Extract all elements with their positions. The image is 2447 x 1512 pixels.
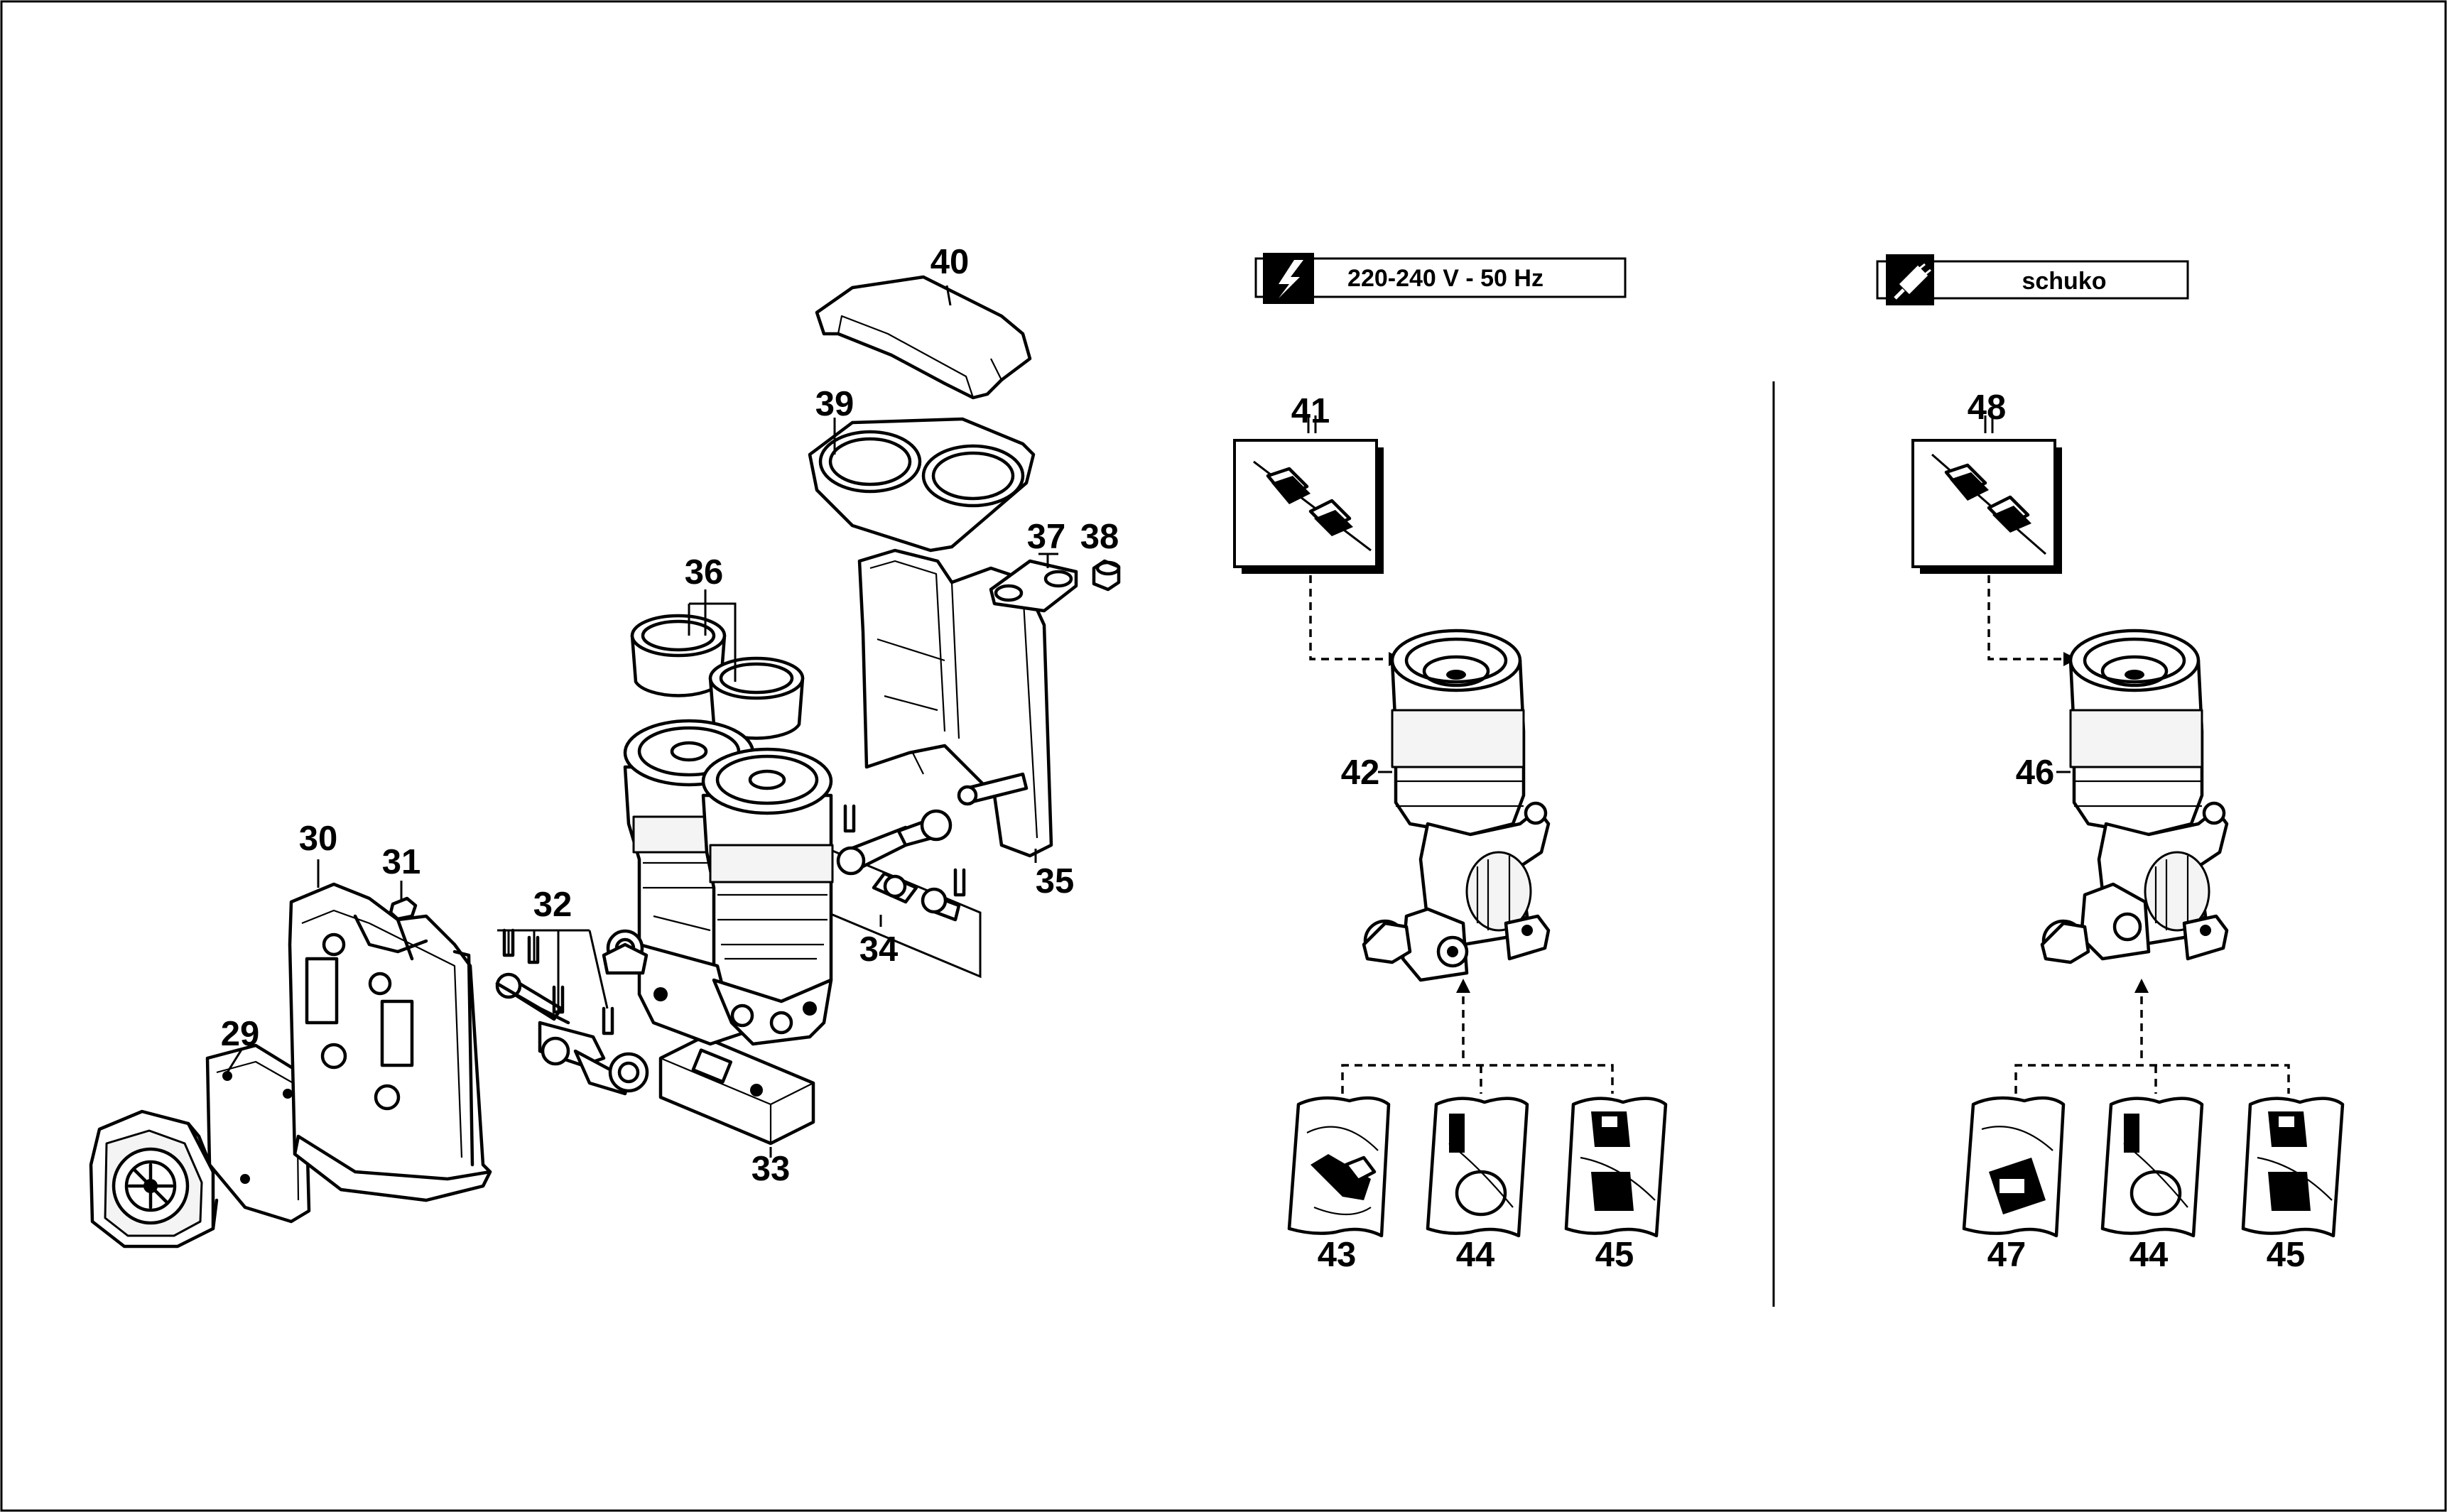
callout-33: 33 <box>752 1150 791 1188</box>
callout-46: 46 <box>2016 754 2055 792</box>
callout-34: 34 <box>859 930 899 969</box>
part-40-top-lid <box>815 275 1032 400</box>
callout-36: 36 <box>685 553 724 592</box>
part-41-carbon-brushes <box>1233 439 1384 574</box>
callout-40: 40 <box>930 243 970 281</box>
leader-lines <box>226 285 1058 1158</box>
callout-31: 31 <box>382 843 421 881</box>
callout-30: 30 <box>299 820 338 858</box>
callout-45: 45 <box>1595 1236 1634 1274</box>
part-29-motor-end <box>89 1109 219 1249</box>
part-45b-kit-bag <box>2241 1097 2345 1238</box>
part-46-motor-pump <box>2040 629 2229 964</box>
part-37-clip <box>989 559 1078 613</box>
callout-38: 38 <box>1080 518 1119 556</box>
part-33-switch-box <box>658 1035 815 1146</box>
callout-44: 44 <box>1456 1236 1495 1274</box>
part-30-housing <box>288 882 492 1202</box>
part-45-kit-bag <box>1564 1097 1668 1238</box>
part-35-rear-cover <box>857 548 1053 858</box>
part-48-carbon-brushes <box>1911 439 2062 574</box>
callout-41: 41 <box>1291 392 1330 430</box>
callout-29: 29 <box>221 1015 260 1053</box>
part-36-ring-bottom <box>708 656 805 740</box>
callout-43: 43 <box>1318 1236 1357 1274</box>
part-43-kit-bag <box>1287 1096 1391 1238</box>
voltage-header <box>1254 253 1627 304</box>
part-31-nut <box>389 896 418 921</box>
callout-labels: 29 30 31 32 33 34 35 36 37 38 39 40 41 4… <box>221 243 2306 1274</box>
callout-32: 32 <box>533 886 573 924</box>
callout-48: 48 <box>1968 388 2007 427</box>
callout-44-schuko: 44 <box>2129 1236 2169 1274</box>
part-36-ring-top <box>630 614 727 697</box>
callout-47: 47 <box>1987 1236 2026 1274</box>
part-42-motor-pump <box>1362 629 1551 982</box>
part-47-kit-bag <box>1962 1096 2066 1238</box>
plug-header <box>1876 254 2189 305</box>
callout-45-schuko: 45 <box>2267 1236 2306 1274</box>
part-44-kit-bag <box>1426 1097 1529 1238</box>
part-38-plug <box>1092 559 1121 592</box>
callout-37: 37 <box>1027 518 1066 556</box>
twin-motor-pump-block <box>602 719 834 1046</box>
plug-spec-text: schuko <box>2022 268 2106 295</box>
brush-link-arrow-2 <box>1987 575 2071 660</box>
part-39-upper-frame <box>808 417 1036 553</box>
part-32-fittings <box>495 928 649 1096</box>
callout-35: 35 <box>1036 862 1075 901</box>
part-44b-kit-bag <box>2100 1097 2204 1238</box>
part-34-valve-tube <box>826 804 982 979</box>
callout-39: 39 <box>815 385 854 423</box>
brush-link-arrow <box>1309 575 1396 660</box>
voltage-spec-text: 220-240 V - 50 Hz <box>1347 265 1543 292</box>
callout-42: 42 <box>1341 754 1380 792</box>
